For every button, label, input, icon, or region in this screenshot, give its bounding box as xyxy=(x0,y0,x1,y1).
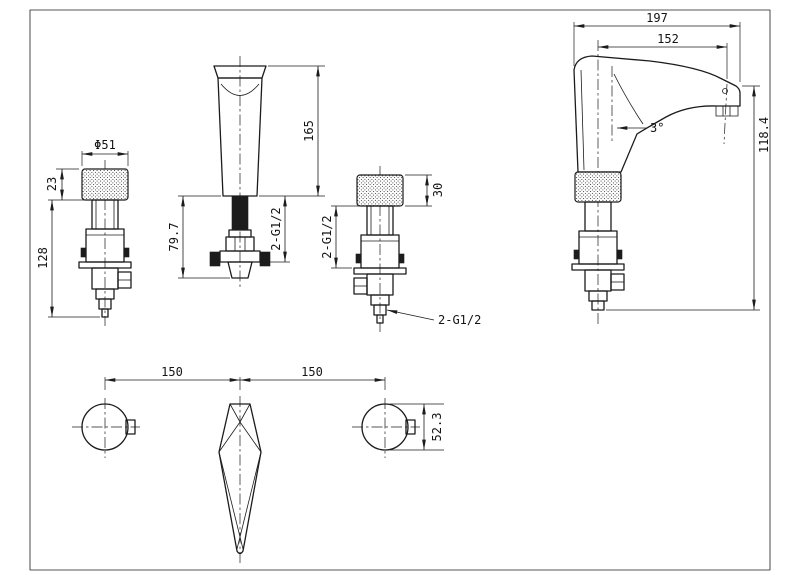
dim-outlet-height: 118.4 xyxy=(606,85,771,311)
dim-thread-right-handle: 2-G1/2 xyxy=(320,205,365,269)
spout-side-geometry xyxy=(571,55,741,311)
leader-tail-thread: 2-G1/2 xyxy=(386,309,481,327)
knurled-cap xyxy=(356,174,404,207)
dim-reach: 152 xyxy=(597,32,728,79)
threaded-shank xyxy=(231,195,249,231)
dim-150-left-label: 150 xyxy=(161,365,183,379)
dim-under-height: 79.7 xyxy=(167,195,230,279)
dim-phi51-label: Φ51 xyxy=(94,138,116,152)
dim-thread-center: 2-G1/2 xyxy=(262,195,290,263)
dim-30-label: 30 xyxy=(431,183,445,197)
dim-handle-diameter: Φ51 xyxy=(81,138,129,166)
plan-right-handle-hole xyxy=(352,398,420,458)
thread-label-tail: 2-G1/2 xyxy=(438,313,481,327)
spout-plan-shape xyxy=(218,403,262,555)
dim-23-label: 23 xyxy=(45,177,59,191)
view-left-handle-front: Φ51 23 128 xyxy=(36,138,132,326)
dim-118-4-label: 118.4 xyxy=(757,117,771,153)
knurled-cap xyxy=(81,168,129,201)
thread-label-right: 2-G1/2 xyxy=(320,215,334,258)
plan-spout-outline xyxy=(218,396,262,566)
spout-body xyxy=(217,77,263,197)
outlet-axis xyxy=(723,83,728,145)
dim-spout-height: 165 xyxy=(259,65,325,197)
dim-150-right-label: 150 xyxy=(301,365,323,379)
view-spout-side: 197 152 3° 118.4 xyxy=(571,11,771,325)
angle-3deg-label: 3° xyxy=(650,121,664,135)
dim-197-label: 197 xyxy=(646,11,668,25)
plan-left-handle-hole xyxy=(72,398,140,458)
right-handle-geometry xyxy=(353,174,407,324)
outlet-detail xyxy=(722,88,728,94)
dim-cap-height: 23 xyxy=(45,168,90,201)
knurled-base xyxy=(574,171,622,203)
spout-front-geometry xyxy=(209,65,271,279)
dim-152-label: 152 xyxy=(657,32,679,46)
dim-body-height: 128 xyxy=(36,199,100,318)
spout-profile xyxy=(573,55,741,173)
dim-overall-length: 197 xyxy=(573,11,741,82)
left-handle-geometry xyxy=(78,168,132,318)
dim-52-3-label: 52.3 xyxy=(430,413,444,442)
dim-128-label: 128 xyxy=(36,247,50,269)
view-right-handle-front: 30 2-G1/2 2-G1/2 xyxy=(320,166,481,332)
thread-label-center: 2-G1/2 xyxy=(269,207,283,250)
dim-79-7-label: 79.7 xyxy=(167,223,181,252)
dim-hole-pitch: 150 150 xyxy=(104,365,386,390)
annotation-outlet-angle: 3° xyxy=(616,121,664,135)
view-spout-front: 165 79.7 2-G1/2 xyxy=(167,56,325,290)
dim-cap-height-right: 30 xyxy=(405,174,445,207)
dim-handle-depth: 52.3 xyxy=(390,403,444,451)
aerator xyxy=(715,105,739,117)
drawing-border xyxy=(29,9,771,571)
dim-165-label: 165 xyxy=(302,120,316,142)
view-plan: 150 150 52.3 xyxy=(72,365,444,566)
